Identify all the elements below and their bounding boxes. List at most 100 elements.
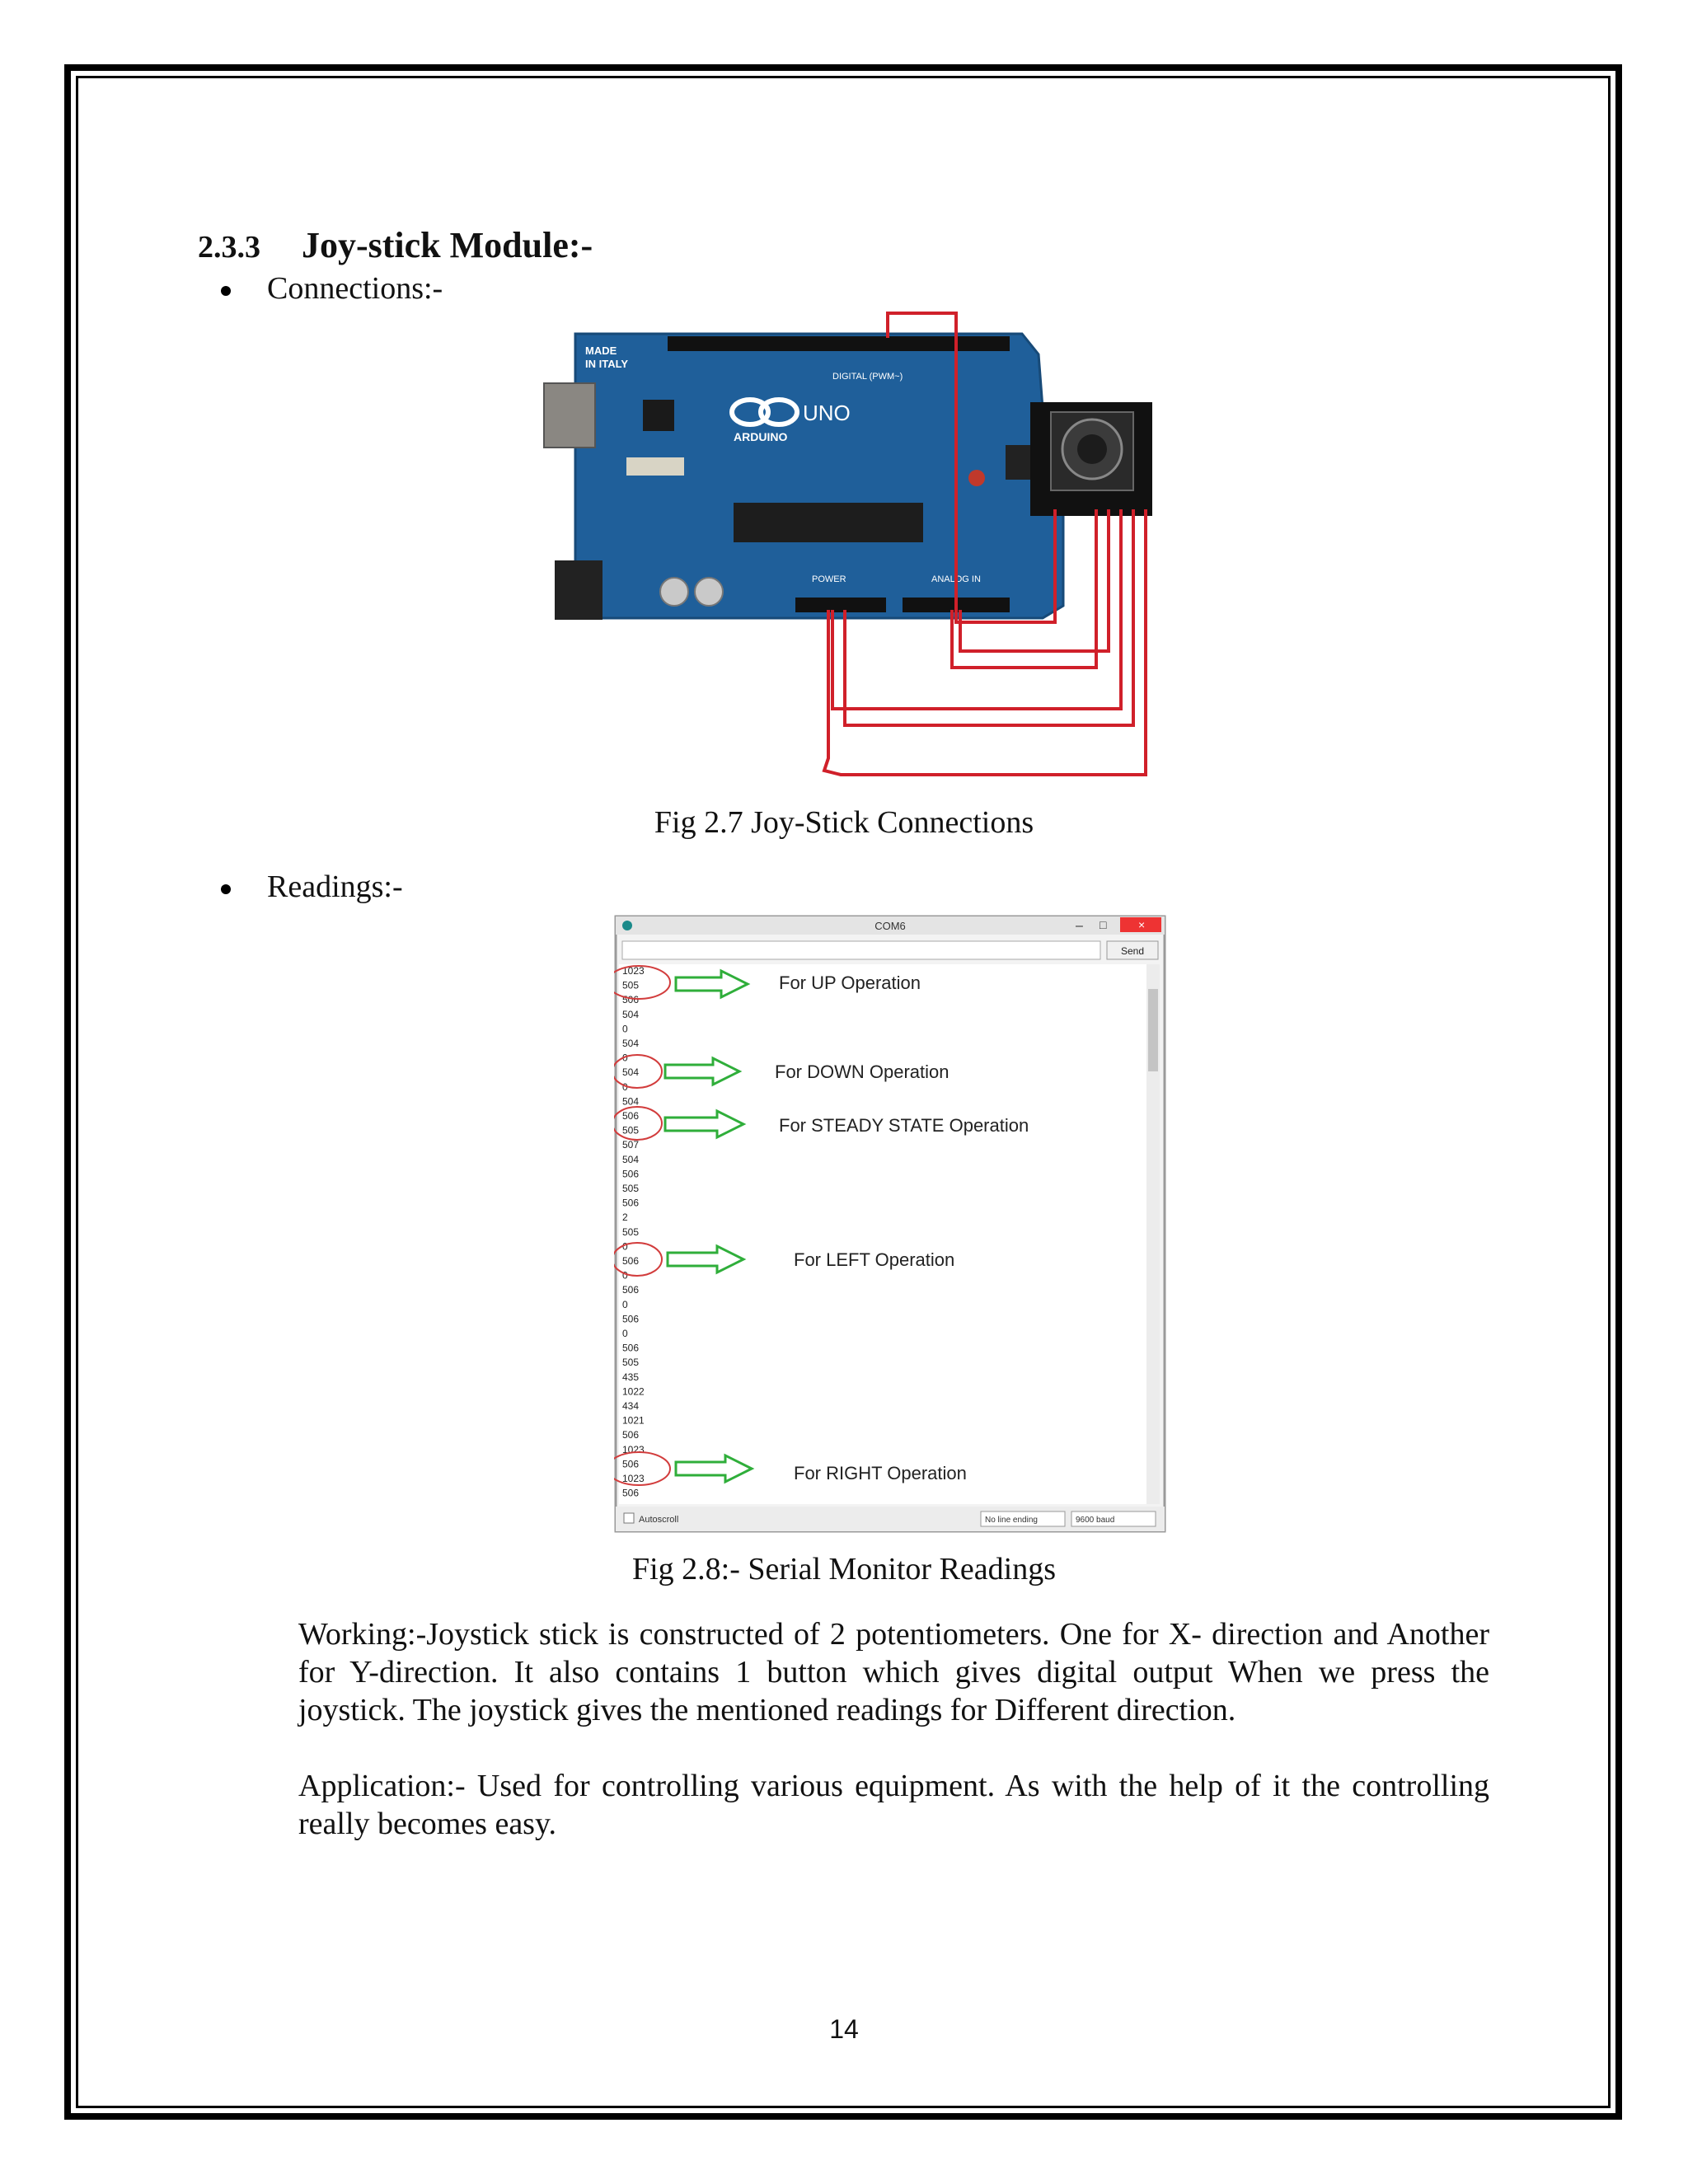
line-ending-select [980,1511,1066,1527]
bullet-connections: Connections:- [221,270,443,307]
capacitor-left [659,577,689,607]
wire-a1 [959,509,1110,653]
reading-value: 506 [622,1458,639,1469]
joystick-knob-center [1077,434,1107,464]
serial-monitor-figure: COM6 – □ × Send 1023 505 506 504 0 504 0 504 0 50… [614,915,1166,1533]
title-bar [616,916,1165,935]
section-title: Joy-stick Module:- [302,225,593,265]
reading-value: 506 [622,1343,639,1354]
board-text-power: POWER [812,574,846,584]
highlight-ellipses [614,965,671,1486]
icsp-header [1006,445,1030,480]
application-paragraph: Application:- Used for controlling vario… [298,1769,1489,1841]
reading-value: 506 [622,1313,639,1324]
bullet-readings: Readings:- [221,869,403,905]
wire-5v [843,509,1135,727]
reading-value: 506 [622,1168,639,1179]
reading-value: 0 [622,1270,628,1282]
bullet-dot [221,286,231,297]
bullet-dot [221,884,231,895]
highlight-left [614,1242,663,1277]
page-border-inner [76,76,1611,2108]
reading-value: 0 [622,1023,628,1034]
annotation-up: For UP Operation [779,972,921,993]
figure2-caption: Fig 2.8:- Serial Monitor Readings [631,1552,1057,1586]
working-paragraph: Working:-Joystick stick is constructed o… [298,1617,1489,1727]
figure1-caption: Fig 2.7 Joy-Stick Connections [654,805,1034,840]
reading-value: 505 [622,980,639,991]
close-button [1120,917,1161,932]
arrow-steady [663,1108,747,1140]
annotation-left: For LEFT Operation [794,1249,954,1270]
reading-value: 504 [622,1038,639,1049]
send-button [1106,940,1159,960]
reading-value: 506 [622,1284,639,1296]
joystick-module [1030,402,1152,516]
reading-value: 2 [622,1212,628,1223]
reading-value: 0 [622,1081,628,1093]
send-input [621,940,1101,960]
annotation-right: For RIGHT Operation [794,1463,967,1483]
wire-a0 [950,509,1098,669]
usb-chip [643,400,674,431]
maximize-icon: □ [1100,918,1107,931]
reading-value: 1021 [622,1415,645,1427]
reading-value: 506 [622,994,639,1005]
app-icon [622,921,632,930]
reading-value: 0 [622,1299,628,1310]
send-label: Send [1121,945,1144,957]
reading-value: 504 [622,1009,639,1020]
annotation-arrows [663,968,755,1484]
reading-value: 434 [622,1400,639,1412]
reading-value: 506 [622,1429,639,1441]
reading-value: 1023 [622,1473,645,1484]
reading-value: 0 [622,1052,628,1064]
readings-list: 1023505506504050405040504506505507504506… [622,965,645,1499]
reading-value: 506 [622,1488,639,1499]
capacitor-right [694,577,724,607]
reading-value: 0 [622,1240,628,1252]
arduino-board: MADE IN ITALY UNO ARDUINO DIGITAL (PWM~)… [543,332,1065,620]
wire-gnd [831,509,1123,710]
usb-connector [543,382,596,448]
output-area [619,964,1146,1504]
board-text-arduino: ARDUINO [734,430,787,443]
reading-value: 507 [622,1139,639,1151]
bullet-readings-label: Readings:- [267,869,403,904]
window-title: COM6 [874,920,906,932]
board-text-digital: DIGITAL (PWM~) [832,372,903,382]
baud-select [1071,1511,1156,1527]
reading-value: 505 [622,1183,639,1194]
reading-value: 506 [622,1255,639,1267]
annotation-down: For DOWN Operation [775,1062,950,1082]
reading-value: 435 [622,1371,639,1383]
autoscroll-checkbox [623,1512,635,1524]
scrollbar-thumb [1148,989,1158,1071]
reading-value: 505 [622,1357,639,1368]
minimize-icon: – [1076,919,1083,933]
joystick-connections-figure: MADE IN ITALY UNO ARDUINO DIGITAL (PWM~)… [543,312,1152,776]
crystal [626,457,684,476]
baud-value: 9600 baud [1076,1516,1114,1525]
arrow-left [666,1244,747,1275]
board-text-italy: IN ITALY [585,358,628,370]
highlight-up [614,965,671,1000]
reading-value: 504 [622,1066,639,1078]
microcontroller-chip [734,503,923,542]
wire-vcc [822,509,1147,776]
reading-value: 506 [622,1197,639,1209]
arduino-logo-right [758,397,799,427]
annotation-labels: For UP Operation For DOWN Operation For … [775,972,1029,1483]
reading-value: 505 [622,1125,639,1137]
reading-value: 505 [622,1226,639,1238]
annotation-steady: For STEADY STATE Operation [779,1115,1029,1136]
arrow-up [674,968,751,1000]
close-icon: × [1138,918,1145,931]
highlight-right [614,1451,671,1486]
power-header [795,598,886,612]
reading-value: 504 [622,1154,639,1165]
wire-digital [886,312,1057,624]
reading-value: 506 [622,1110,639,1122]
reset-button [968,470,985,486]
